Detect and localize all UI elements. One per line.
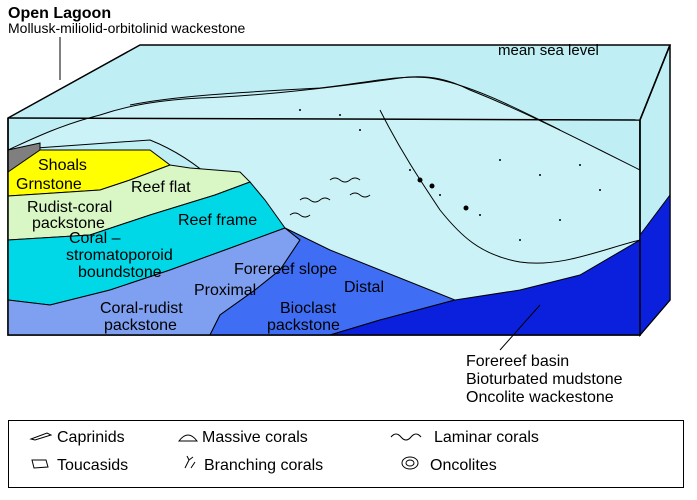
subtitle-label: Mollusk-miliolid-orbitolinid wackestone: [8, 20, 246, 36]
lagoon-ridge: [129, 76, 561, 131]
massive-coral-icon: [177, 434, 199, 442]
branching-coral-icon: [184, 455, 196, 469]
basin-leader-line: [499, 304, 541, 351]
seafloor-stipple: [299, 109, 601, 241]
legend-laminar-corals: Laminar corals: [434, 429, 539, 446]
grnstone-label: Grnstone: [16, 176, 82, 193]
caprinid-icon: [29, 432, 53, 441]
legend-massive-corals: Massive corals: [202, 429, 308, 446]
coral-strom-label-3: boundstone: [78, 264, 162, 281]
forereef-slope-surface: [379, 109, 641, 264]
distal-label: Distal: [344, 279, 384, 296]
coral-rudist-label-2: packstone: [104, 317, 177, 334]
coral-strom-label-2: stromatoporoid: [66, 247, 173, 264]
title-label: Open Lagoon: [8, 5, 111, 22]
proximal-label: Proximal: [194, 282, 256, 299]
legend: Caprinids Toucasids Massive corals Branc…: [8, 420, 684, 488]
forereef-slope-label: Forereef slope: [234, 261, 337, 278]
bioclast-label-2: packstone: [267, 317, 340, 334]
legend-branching-corals: Branching corals: [204, 457, 324, 474]
coral-rudist-label-1: Coral-rudist: [100, 300, 183, 317]
legend-oncolites: Oncolites: [430, 457, 497, 474]
sea-level-label: mean sea level: [498, 42, 599, 59]
rudist-coral-label-1: Rudist-coral: [27, 199, 112, 216]
shoals-label: Shoals: [38, 157, 87, 174]
toucasid-icon: [31, 459, 49, 469]
legend-caprinids: Caprinids: [57, 429, 125, 446]
reef-flat-label: Reef flat: [131, 179, 191, 196]
coral-strom-label-1: Coral –: [69, 230, 121, 247]
legend-toucasids: Toucasids: [57, 457, 129, 474]
reef-frame-label: Reef frame: [178, 212, 257, 229]
bioclast-label-1: Bioclast: [280, 300, 337, 317]
oncolite-icon: [401, 456, 419, 470]
rudist-coral-label-2: packstone: [32, 215, 105, 232]
block-front-top: [7, 117, 641, 121]
laminar-coral-marks: [289, 177, 371, 218]
basin-label-1: Forereef basin: [466, 353, 569, 370]
block-outline: [7, 44, 671, 336]
basin-label-2: Bioturbated mudstone: [466, 371, 623, 388]
basin-label-3: Oncolite wackestone: [466, 389, 614, 406]
laminar-coral-icon: [390, 433, 422, 441]
